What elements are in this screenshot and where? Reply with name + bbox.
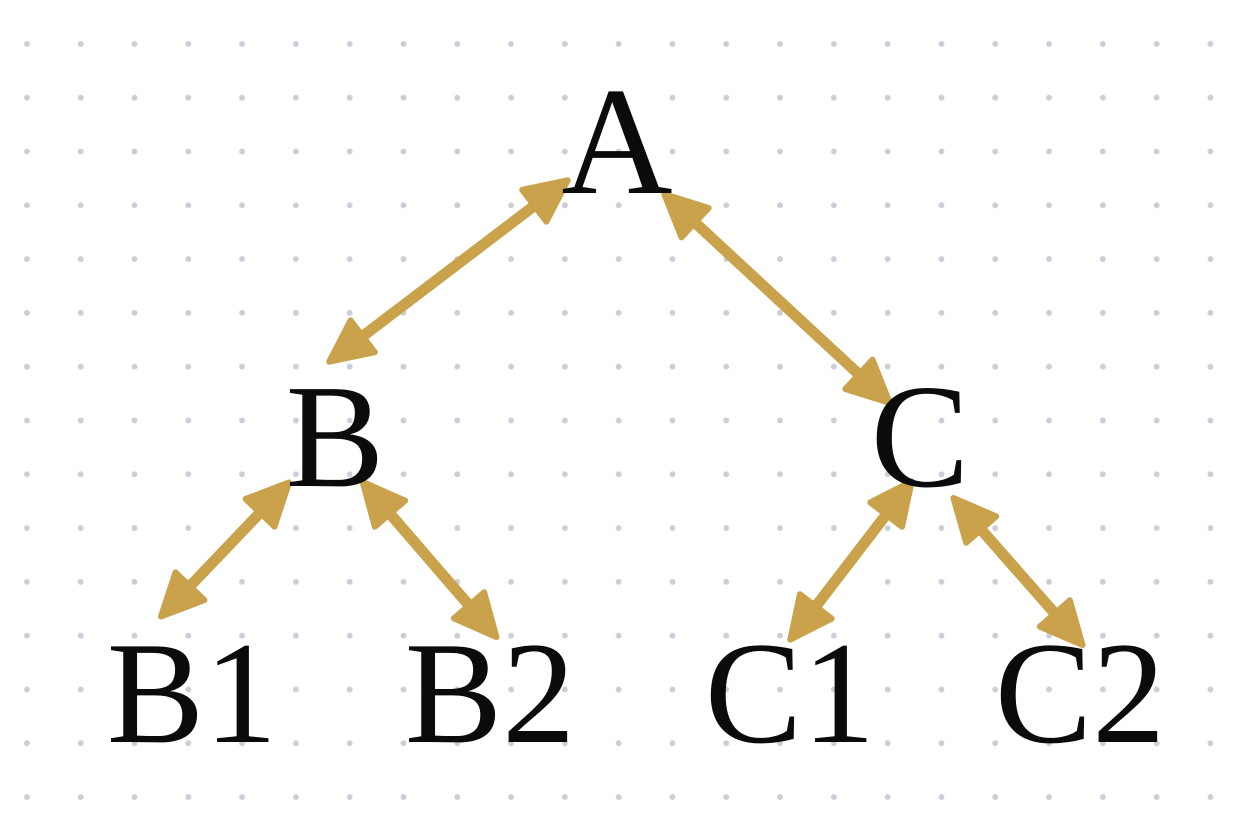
node-c-label: C (870, 355, 970, 519)
node-c2-label: C2 (994, 612, 1166, 774)
node-c1-label: C1 (704, 612, 876, 774)
edge-b-b2 (359, 478, 500, 641)
edge-a-b (326, 177, 571, 365)
node-b-label: B (285, 355, 385, 519)
edge-c-c1 (787, 478, 915, 643)
edge-a-c (661, 191, 893, 406)
edge-b-b1 (157, 479, 293, 620)
edge-c-c2 (950, 494, 1086, 649)
node-a-label: A (561, 57, 673, 227)
node-b1-label: B1 (106, 612, 278, 774)
node-b2-label: B2 (404, 612, 576, 774)
